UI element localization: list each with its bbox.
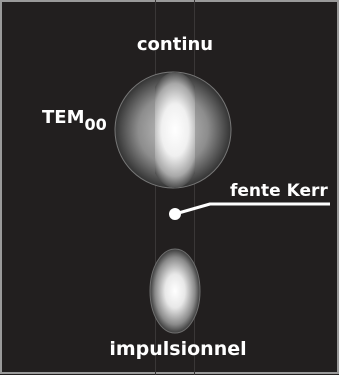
kerr-slit-label: fente Kerr	[230, 181, 328, 201]
mode-label-main: TEM	[42, 107, 85, 128]
continuous-label: continu	[136, 34, 214, 55]
pulsed-label: impulsionnel	[109, 338, 247, 360]
mode-label: TEM00	[42, 107, 107, 133]
slit-pointer-dot	[169, 208, 181, 220]
continuous-beam-spot	[114, 71, 232, 189]
mode-label-subscript: 00	[84, 115, 107, 134]
slit-pointer-line	[174, 202, 330, 216]
pulsed-beam-spot	[149, 248, 201, 334]
